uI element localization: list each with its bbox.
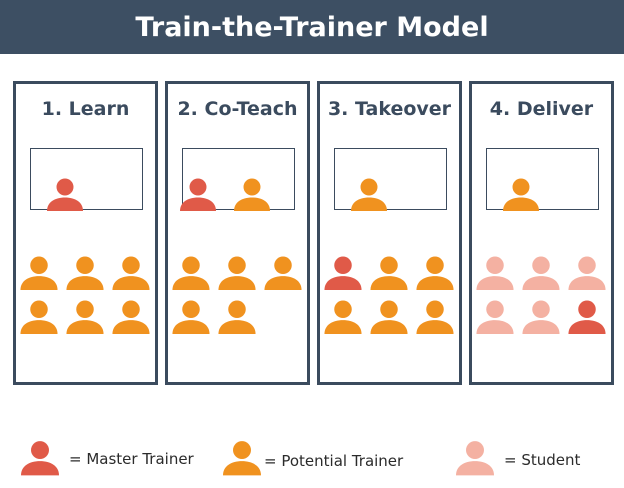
potential-person-icon — [351, 178, 387, 211]
potential-person-icon — [112, 300, 150, 334]
panel-title: 3. Takeover — [327, 98, 452, 120]
panel-learn: 1. Learn — [13, 81, 158, 385]
potential-person-icon — [416, 256, 454, 290]
potential-person-icon — [223, 441, 261, 476]
potential-person-icon — [264, 256, 302, 290]
whiteboard — [486, 148, 599, 210]
potential-person-icon — [66, 300, 104, 334]
student-person-icon — [476, 256, 514, 290]
master-person-icon — [180, 178, 216, 211]
potential-person-icon — [20, 300, 58, 334]
student-person-icon — [456, 441, 494, 476]
master-person-icon — [568, 300, 606, 334]
potential-person-icon — [370, 300, 408, 334]
potential-person-icon — [370, 256, 408, 290]
panel-title: 4. Deliver — [489, 98, 594, 120]
whiteboard — [30, 148, 143, 210]
potential-person-icon — [234, 178, 270, 211]
page-title: Train-the-Trainer Model — [135, 11, 489, 43]
panel-title: 1. Learn — [41, 98, 130, 120]
student-person-icon — [522, 300, 560, 334]
legend-label-master: = Master Trainer — [69, 450, 194, 468]
potential-person-icon — [172, 300, 210, 334]
student-person-icon — [476, 300, 514, 334]
potential-person-icon — [218, 300, 256, 334]
potential-person-icon — [20, 256, 58, 290]
potential-person-icon — [416, 300, 454, 334]
panel-deliver: 4. Deliver — [469, 81, 614, 385]
legend-label-student: = Student — [504, 451, 581, 469]
header-bar: Train-the-Trainer Model — [0, 0, 624, 54]
potential-person-icon — [172, 256, 210, 290]
student-person-icon — [568, 256, 606, 290]
master-person-icon — [47, 178, 83, 211]
potential-person-icon — [324, 300, 362, 334]
potential-person-icon — [112, 256, 150, 290]
master-person-icon — [324, 256, 362, 290]
whiteboard — [334, 148, 447, 210]
potential-person-icon — [66, 256, 104, 290]
student-person-icon — [522, 256, 560, 290]
master-person-icon — [21, 441, 59, 476]
panel-takeover: 3. Takeover — [317, 81, 462, 385]
potential-person-icon — [218, 256, 256, 290]
panel-co-teach: 2. Co-Teach — [165, 81, 310, 385]
potential-person-icon — [503, 178, 539, 211]
legend-label-potential: = Potential Trainer — [264, 452, 404, 470]
panel-title: 2. Co-Teach — [177, 98, 298, 120]
